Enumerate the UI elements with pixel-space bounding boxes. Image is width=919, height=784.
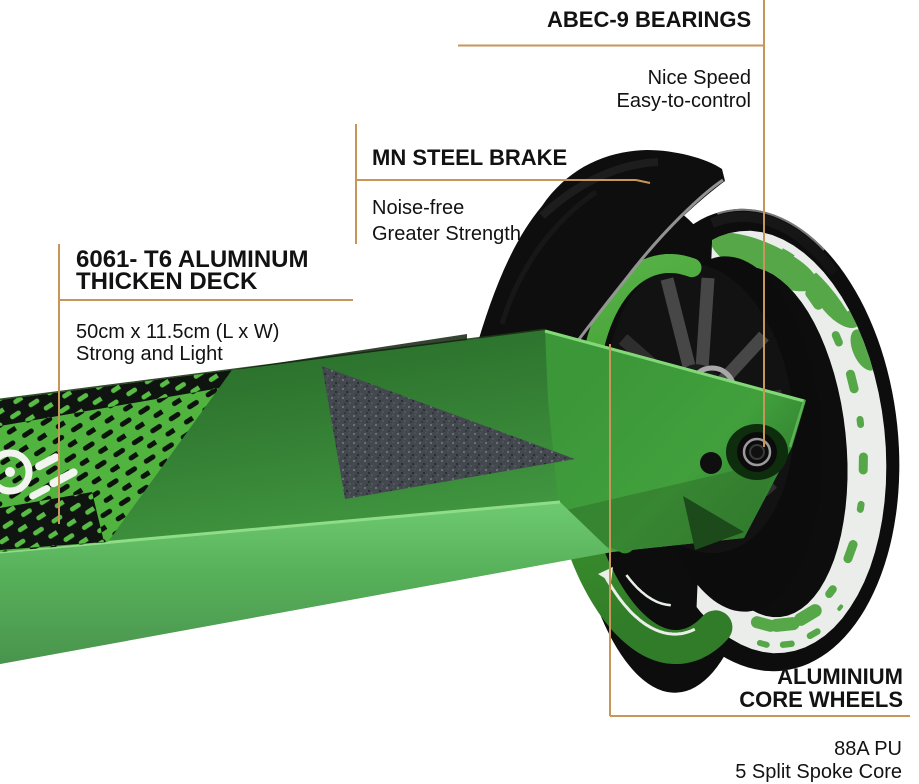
svg-text:6061- T6 ALUMINUM: 6061- T6 ALUMINUM <box>76 246 308 273</box>
svg-text:ABEC-9 BEARINGS: ABEC-9 BEARINGS <box>547 7 751 32</box>
svg-text:50cm x 11.5cm (L x W): 50cm x 11.5cm (L x W) <box>76 321 279 343</box>
svg-text:CORE WHEELS: CORE WHEELS <box>739 687 903 712</box>
svg-text:Noise-free: Noise-free <box>372 197 464 219</box>
svg-text:Strong and Light: Strong and Light <box>76 343 223 365</box>
svg-text:88A PU: 88A PU <box>834 738 902 760</box>
svg-text:THICKEN DECK: THICKEN DECK <box>76 268 258 295</box>
svg-text:Nice Speed: Nice Speed <box>648 67 751 89</box>
svg-text:ALUMINIUM: ALUMINIUM <box>777 664 903 689</box>
svg-text:Easy-to-control: Easy-to-control <box>617 90 752 112</box>
svg-text:5 Split Spoke Core: 5 Split Spoke Core <box>735 761 902 783</box>
svg-text:MN STEEL BRAKE: MN STEEL BRAKE <box>372 145 567 170</box>
svg-text:Greater Strength: Greater Strength <box>372 223 521 245</box>
